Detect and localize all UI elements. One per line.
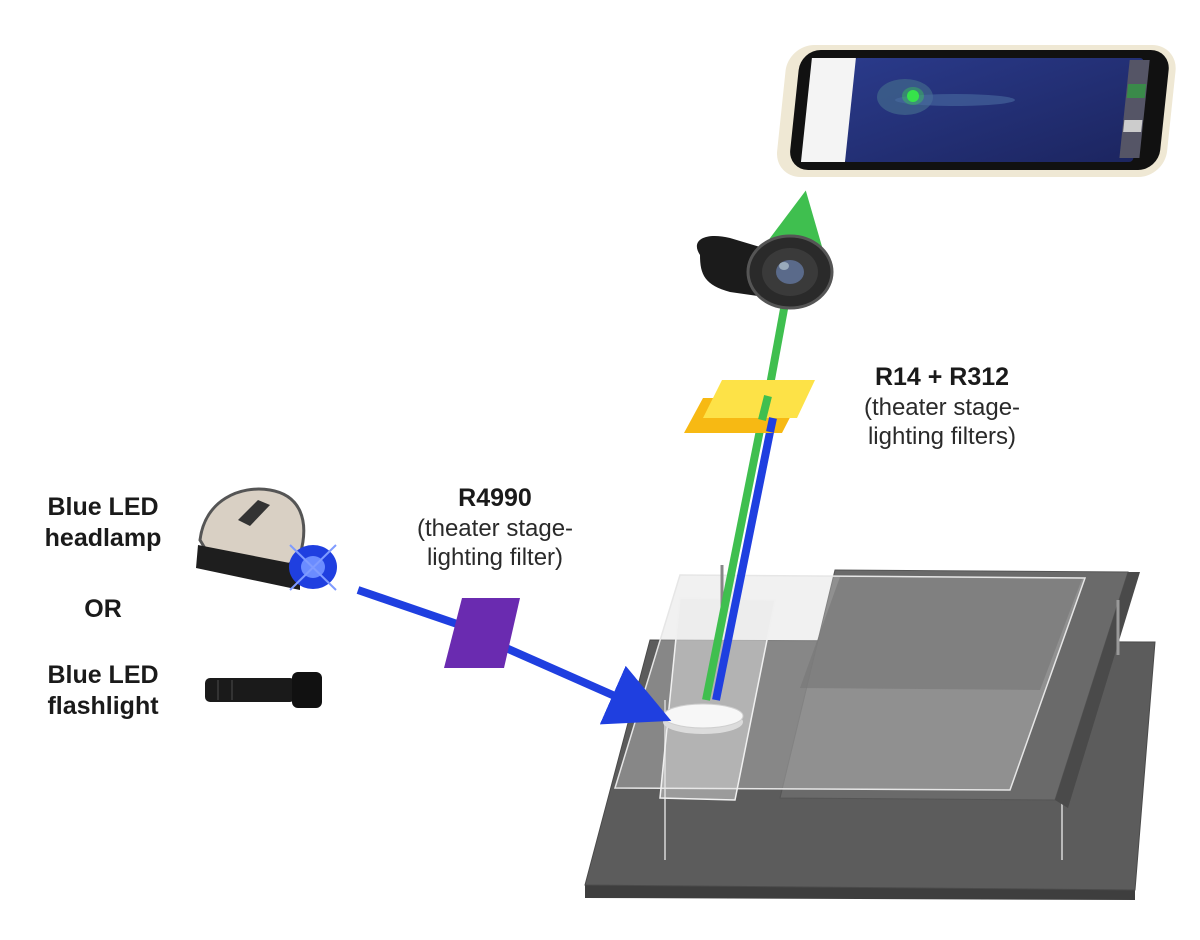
excitation-filter-label: R4990 (theater stage- lighting filter) (375, 483, 615, 572)
or-label: OR (84, 595, 122, 623)
microscope-stage (584, 565, 1156, 900)
flashlight-label: Blue LED flashlight (47, 661, 159, 720)
smartphone-icon (776, 45, 1176, 177)
excitation-beam (356, 431, 774, 725)
emission-filter-desc: (theater stage- lighting filters) (863, 393, 1021, 450)
headlamp-label: Blue LED headlamp (44, 493, 162, 552)
emission-filters (684, 380, 815, 433)
emission-filter-name: R14 + R312 (874, 363, 1010, 391)
headlamp-icon (196, 487, 337, 591)
clip-on-lens-icon (696, 234, 834, 310)
emission-filter-label: R14 + R312 (theater stage- lighting filt… (812, 362, 1072, 451)
sample-dish (662, 703, 744, 734)
flashlight-icon (205, 672, 322, 708)
excitation-filter-desc: (theater stage- lighting filter) (416, 514, 574, 571)
excitation-filter (444, 598, 520, 668)
excitation-filter-name: R4990 (458, 484, 532, 512)
